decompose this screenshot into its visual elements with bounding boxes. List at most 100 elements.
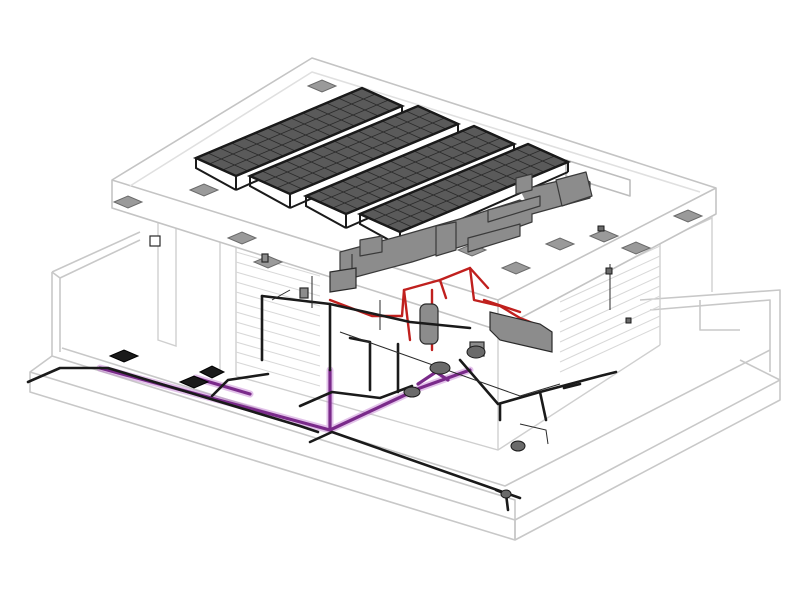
solar-cell-line (329, 185, 371, 205)
solar-cell-line (332, 137, 501, 209)
boiler-unit (489, 311, 553, 353)
floor-drain-2 (178, 375, 210, 389)
solar-cell-line (314, 107, 355, 127)
thin-lines (271, 264, 611, 445)
air-handler (555, 171, 593, 207)
solar-cell-line (431, 183, 473, 203)
siding-line (235, 291, 321, 317)
siding-line (235, 301, 321, 327)
solar-panel-rack (249, 176, 291, 209)
solar-cell-line (407, 193, 449, 213)
duct-box (359, 235, 383, 257)
solar-cell-line (349, 92, 391, 112)
solar-cell-line (389, 160, 431, 180)
plumbing-lines (26, 294, 618, 512)
siding-line (559, 305, 661, 353)
electrical-panel (329, 267, 357, 293)
wall-device-1 (605, 267, 613, 275)
siding-line (235, 261, 321, 287)
solar-cell-line (317, 190, 359, 210)
hvac-ductwork (339, 171, 593, 279)
roof-vent (226, 231, 258, 245)
valve-1 (299, 287, 309, 299)
solar-cell-line (381, 120, 423, 140)
fixture-4 (510, 440, 526, 452)
solar-cell-line (273, 165, 315, 185)
duct-cap (515, 173, 533, 195)
solar-cell-line (401, 155, 443, 175)
solar-panel-row (302, 124, 518, 229)
solar-cell-line (395, 198, 437, 218)
solar-cell-line (345, 135, 387, 155)
solar-cell-line (377, 165, 419, 185)
mechanical-equipment (149, 235, 553, 357)
solar-cell-line (309, 150, 351, 170)
solar-cell-line (231, 142, 272, 162)
solar-cell-line (263, 111, 432, 183)
solar-cell-line (386, 155, 555, 227)
solar-cell-line (467, 168, 509, 188)
solar-cell-line (209, 93, 376, 165)
siding-line (235, 351, 321, 377)
solar-cell-line (290, 117, 332, 137)
solar-cell-line (443, 178, 485, 198)
roof-vent (544, 237, 576, 251)
solar-cell-line (353, 175, 395, 195)
fixture-2 (466, 345, 486, 359)
roof-vent (620, 241, 652, 255)
roof-vents (112, 79, 704, 275)
solar-cell-line (338, 97, 379, 117)
solar-cell-line (276, 117, 445, 189)
roof-vent (588, 229, 620, 243)
solar-cell-line (373, 149, 542, 221)
duct-branch-2 (487, 195, 541, 223)
solar-cell-line (333, 140, 375, 160)
siding-line (559, 325, 661, 373)
foundation-slab (29, 231, 781, 541)
solar-cell-line (371, 208, 413, 228)
wall-device-2 (625, 317, 632, 324)
roof-vent (672, 209, 704, 223)
solar-panel-rack (359, 214, 401, 247)
solar-cell-line (393, 115, 435, 135)
solar-cell-line (326, 102, 367, 122)
duct-branch-1 (467, 223, 521, 253)
floor-drain-1 (108, 349, 140, 363)
solar-cell-line (278, 122, 320, 142)
roof-vent (306, 79, 338, 93)
siding-line (235, 341, 321, 367)
solar-cell-line (222, 99, 389, 171)
siding-line (235, 361, 321, 387)
solar-panel-row (246, 104, 462, 209)
solar-cell-line (515, 148, 557, 168)
siding-line (235, 311, 321, 337)
siding-line (559, 295, 661, 343)
fixture-3 (403, 386, 421, 398)
roof-vent (112, 195, 144, 209)
plumbing-fixtures (403, 225, 632, 499)
solar-cell-line (321, 145, 363, 165)
solar-cell-line (285, 160, 327, 180)
solar-cell-line (437, 140, 479, 160)
solar-cell-line (491, 158, 533, 178)
solar-cell-line (461, 130, 503, 150)
duct-drop-1 (435, 221, 457, 257)
solar-panel-row (192, 86, 406, 191)
solar-cell-line (219, 147, 260, 167)
cleanout (500, 489, 512, 499)
solar-cell-line (419, 188, 461, 208)
solar-cell-line (383, 203, 425, 223)
floor-drains (108, 349, 226, 389)
solar-cell-line (243, 137, 284, 157)
roof-vent (188, 183, 220, 197)
solar-cell-line (341, 180, 383, 200)
solar-cell-line (455, 173, 497, 193)
solar-cell-line (365, 170, 407, 190)
solar-cell-line (266, 127, 308, 147)
solar-cell-line (255, 132, 296, 152)
junction-box (261, 253, 269, 263)
floor-drain-3 (198, 365, 226, 379)
wall-device-3 (597, 225, 605, 232)
